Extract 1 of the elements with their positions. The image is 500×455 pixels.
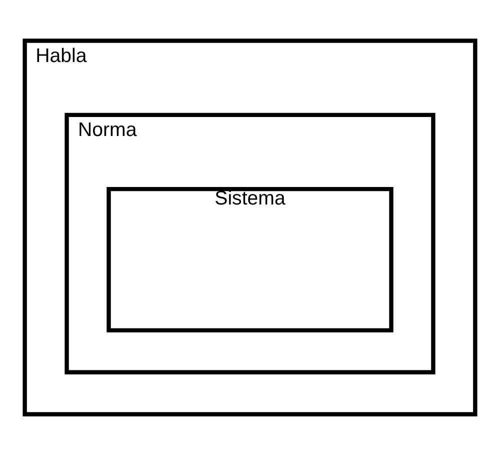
- node-box: Sistema: [106, 186, 394, 332]
